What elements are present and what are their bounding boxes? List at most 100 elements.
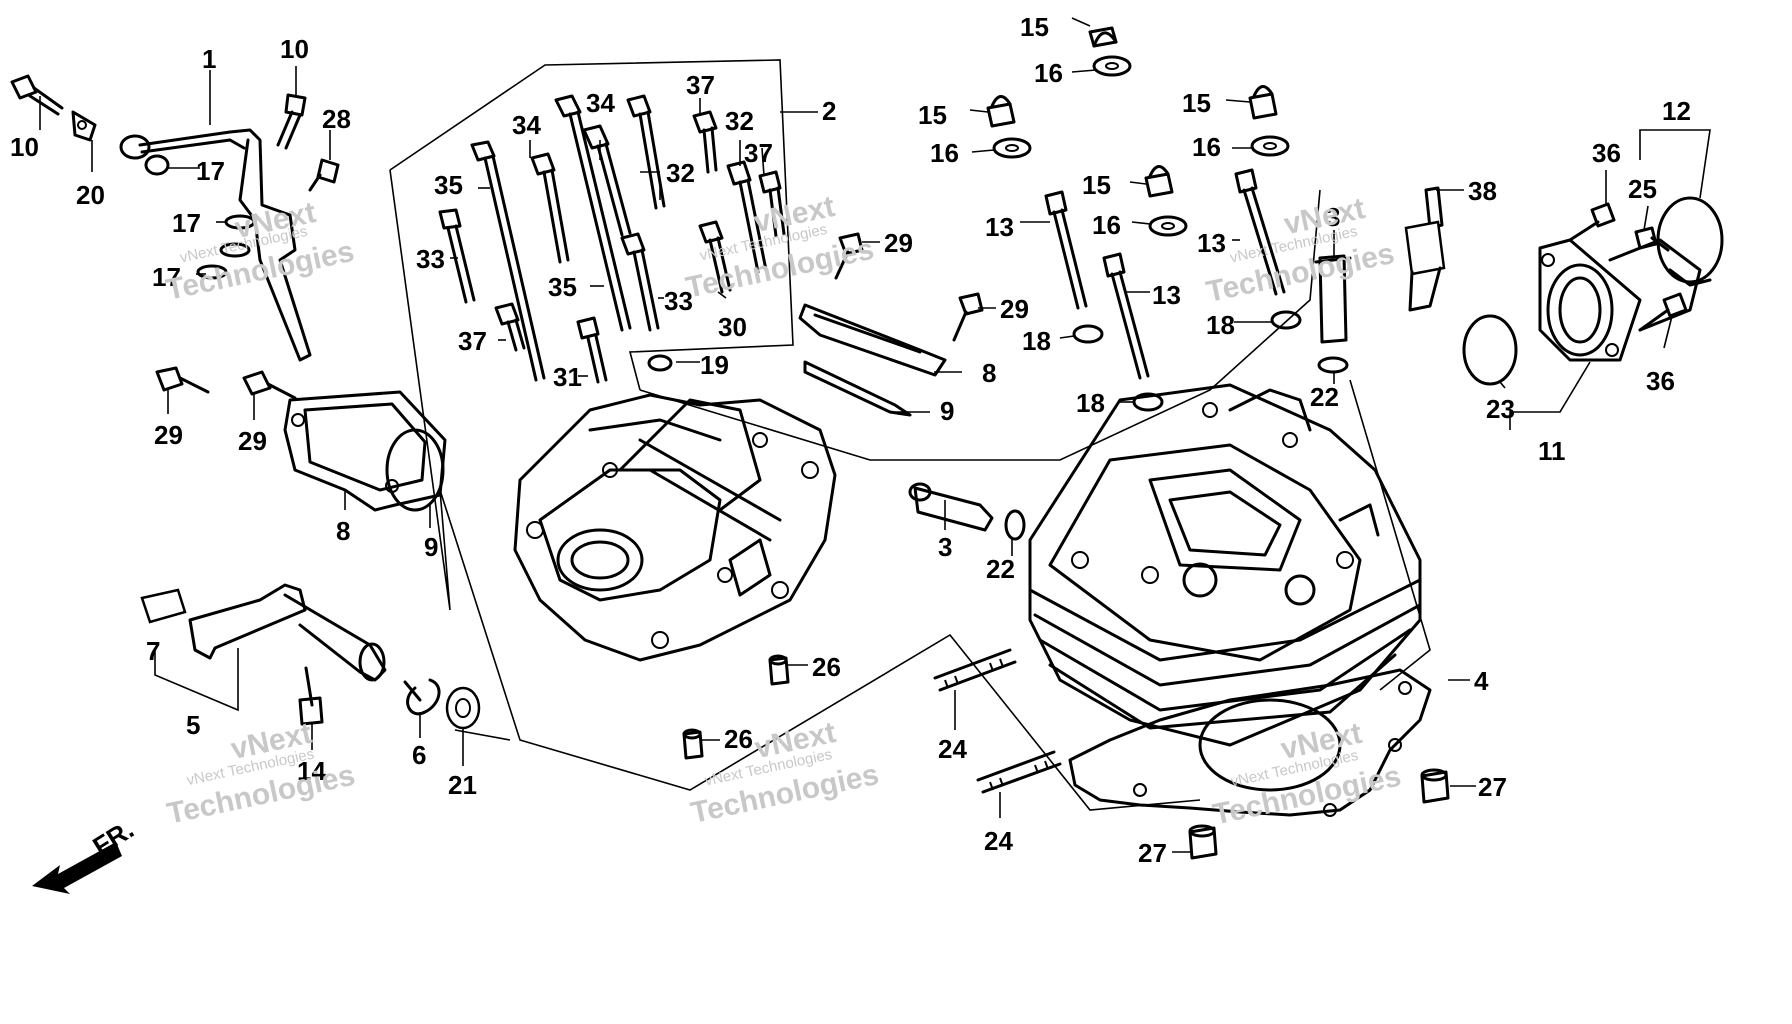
callout-26-b: 26 <box>724 724 753 754</box>
washer-16-c <box>1250 135 1290 157</box>
callout-labels: 1 2 3 3 4 5 6 7 8 8 9 9 10 10 11 12 13 1… <box>10 12 1691 868</box>
callout-29-d: 29 <box>1000 294 1029 324</box>
callout-5: 5 <box>186 710 200 740</box>
watermark-e: vNext Technologies vNext Technologies <box>688 716 882 830</box>
stud-13-b <box>1102 252 1150 380</box>
callout-32-a: 32 <box>666 158 695 188</box>
oring-23 <box>1462 314 1518 386</box>
callout-14: 14 <box>297 756 326 786</box>
callout-3-right: 3 <box>1326 202 1340 232</box>
callout-18-a: 18 <box>1022 326 1051 356</box>
frame-corner <box>454 729 511 741</box>
cap-nut-15-a <box>1088 26 1118 48</box>
callout-17-a: 17 <box>196 156 225 186</box>
bolt-group-rear-head <box>438 94 786 384</box>
callout-11: 11 <box>1538 436 1566 466</box>
oring-22-right <box>1317 356 1349 374</box>
callout-37-a: 37 <box>686 70 715 100</box>
callout-32-b: 32 <box>725 106 754 136</box>
callout-13-b: 13 <box>1152 280 1181 310</box>
callout-24-b: 24 <box>984 826 1013 856</box>
bolt-36-top <box>1568 202 1616 242</box>
bolt-34-b <box>582 124 632 237</box>
callout-27-a: 27 <box>1478 772 1507 802</box>
side-cover-right <box>798 303 947 417</box>
callout-1: 1 <box>202 44 216 74</box>
callout-35-b: 35 <box>548 272 577 302</box>
bolt-35-a <box>470 140 546 382</box>
callout-15-c: 15 <box>1182 88 1211 118</box>
valve-guide-3-right <box>1314 254 1352 344</box>
bolt-32-a <box>626 94 666 210</box>
bolt-33-b <box>620 232 660 332</box>
callout-29-c: 29 <box>884 228 913 258</box>
callout-8-right: 8 <box>982 358 996 388</box>
callout-7: 7 <box>146 636 160 666</box>
bolts-29-left <box>155 366 297 400</box>
bolt-28 <box>308 158 340 192</box>
bolt-36-bottom <box>1638 292 1688 332</box>
callout-16-a: 16 <box>1034 58 1063 88</box>
callout-4: 4 <box>1474 666 1489 696</box>
callout-6: 6 <box>412 740 426 770</box>
callout-22-right: 22 <box>1310 382 1339 412</box>
oring-22-center <box>1004 509 1026 541</box>
callout-16-b: 16 <box>930 138 959 168</box>
bolt-37-c <box>758 170 786 238</box>
spring-6 <box>403 678 441 716</box>
callout-29-a: 29 <box>154 420 183 450</box>
callout-20: 20 <box>76 180 105 210</box>
stud-13-a <box>1044 190 1088 310</box>
callout-33-a: 33 <box>416 244 445 274</box>
callout-9-left: 9 <box>424 532 438 562</box>
rocker-arm <box>140 583 387 682</box>
front-direction-arrow: FR. <box>32 814 139 894</box>
oil-pipe <box>71 110 312 362</box>
bolt-37-b <box>692 110 718 174</box>
rear-cylinder-head <box>513 393 837 662</box>
callout-16-c: 16 <box>1192 132 1221 162</box>
dowel-26-b <box>682 728 704 760</box>
cap-nut-15-c <box>1248 85 1278 120</box>
callout-15-b: 15 <box>918 100 947 130</box>
side-cover-left <box>283 390 447 512</box>
callout-17-b: 17 <box>172 208 201 238</box>
callout-33-b: 33 <box>664 286 693 316</box>
dowel-26-a <box>768 654 790 686</box>
cylinder-gasket <box>1068 668 1432 817</box>
callout-18-b: 18 <box>1076 388 1105 418</box>
bolt-34-a <box>530 152 570 264</box>
washer-18-c <box>1270 310 1302 330</box>
cap-nut-15-d <box>1144 165 1174 198</box>
callout-36-top: 36 <box>1592 138 1621 168</box>
washer-16-a <box>1092 55 1132 77</box>
stud-24-b <box>976 750 1062 794</box>
callout-37-b: 37 <box>744 138 773 168</box>
callout-23: 23 <box>1486 394 1515 424</box>
bolt-25 <box>1634 226 1670 252</box>
bolt-14 <box>298 666 324 726</box>
callout-27-b: 27 <box>1138 838 1167 868</box>
rear-head-frame-bottom <box>389 169 1201 811</box>
callout-17-c: 17 <box>152 262 181 292</box>
callout-21: 21 <box>448 770 477 800</box>
watermark-b: vNext Technologies vNext Technologies <box>683 190 877 305</box>
callout-16-d: 16 <box>1092 210 1121 240</box>
rear-head-frame-top <box>389 59 794 391</box>
bolts-29-center <box>834 232 984 342</box>
bolt-33-a <box>438 208 476 304</box>
callout-15-d: 15 <box>1082 170 1111 200</box>
callout-28: 28 <box>322 104 351 134</box>
bolt-10-left <box>10 74 64 116</box>
bolt-10-top <box>276 93 307 150</box>
spark-plug <box>1404 186 1446 312</box>
bolt-32-b <box>726 160 768 274</box>
bolt-30 <box>698 220 732 294</box>
bolt-31 <box>576 316 608 384</box>
callout-35-a: 35 <box>434 170 463 200</box>
callout-37-c: 37 <box>458 326 487 356</box>
leader-lines <box>39 17 1711 853</box>
callout-3-center: 3 <box>938 532 952 562</box>
callout-31: 31 <box>553 362 582 392</box>
